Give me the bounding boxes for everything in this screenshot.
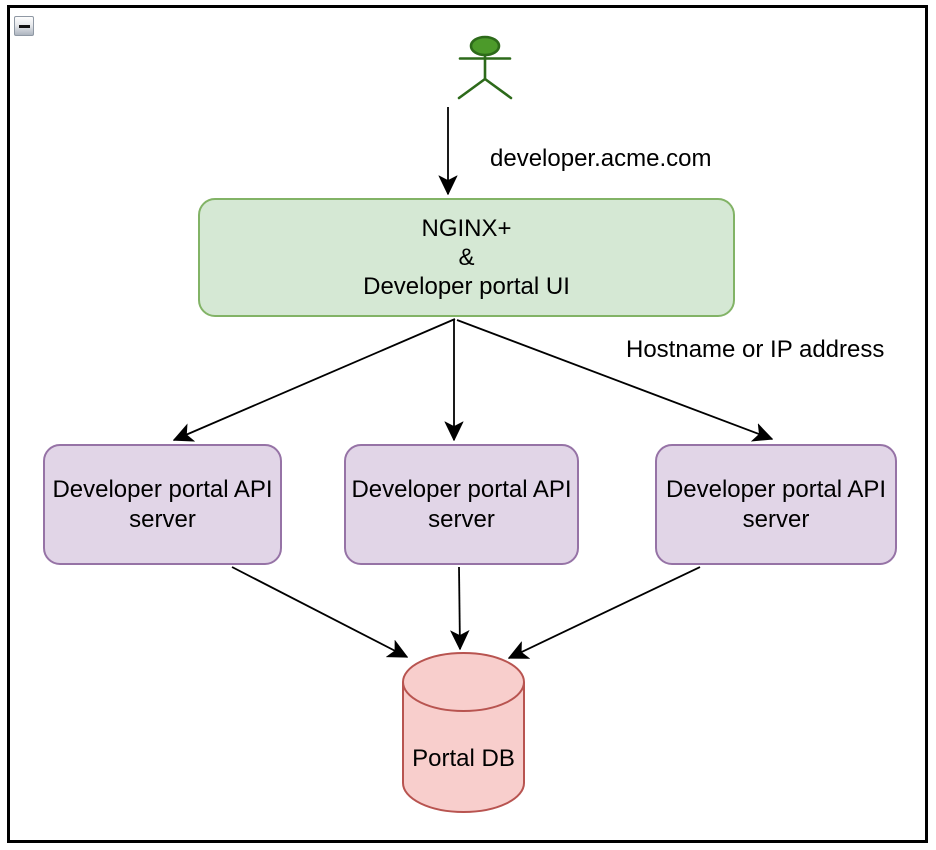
actor-left-leg-line (457, 77, 487, 100)
gateway-line-3: Developer portal UI (363, 273, 570, 300)
edge-gateway-to-api-3 (456, 319, 772, 439)
gateway-line-2: & (458, 244, 475, 271)
edge-label-hostname: Hostname or IP address (626, 336, 885, 363)
gateway-nginx-node[interactable]: NGINX+ & Developer portal UI (198, 198, 735, 317)
collapse-button[interactable] (14, 16, 34, 36)
api-server-label: Developer portal API server (52, 475, 273, 533)
api-server-node-3[interactable]: Developer portal API server (655, 444, 897, 565)
edge-label-domain: developer.acme.com (490, 145, 712, 172)
database-node[interactable] (402, 652, 525, 813)
actor-head (469, 35, 501, 57)
api-server-node-2[interactable]: Developer portal API server (344, 444, 579, 565)
database-label: Portal DB (412, 745, 515, 772)
edge-api-1-to-db (231, 566, 407, 658)
actor-right-leg-line (483, 77, 513, 100)
api-server-label: Developer portal API server (665, 475, 887, 533)
edge-api-3-to-db (509, 566, 701, 659)
edge-api-2-to-db (459, 566, 460, 649)
minus-icon (18, 24, 30, 28)
gateway-line-1: NGINX+ (421, 215, 512, 242)
api-server-node-1[interactable]: Developer portal API server (43, 444, 282, 565)
api-server-label: Developer portal API server (351, 475, 572, 533)
database-cylinder-top (402, 652, 525, 712)
user-actor-node[interactable] (457, 35, 513, 100)
edge-gateway-to-api-1 (174, 318, 456, 440)
database-cylinder-body (402, 682, 525, 813)
